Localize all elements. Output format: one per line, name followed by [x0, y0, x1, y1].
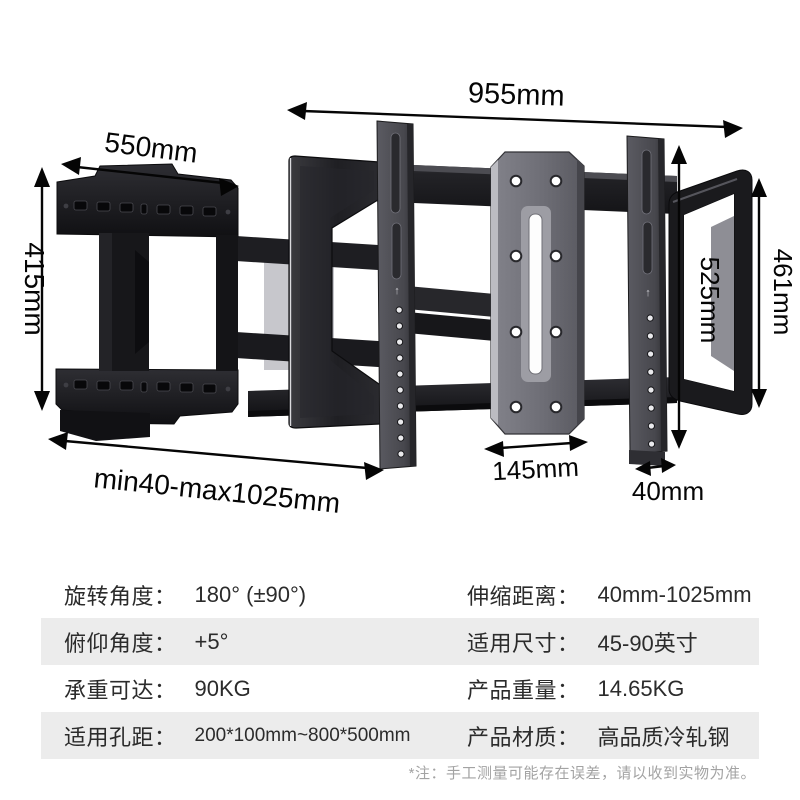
spec-cell: 产品材质： 高品质冷轧钢	[444, 720, 759, 752]
spec-value: 180° (±90°)	[194, 581, 307, 607]
mount-dimension-diagram: ↑	[19, 77, 798, 519]
spec-label: 产品材质：	[467, 724, 580, 750]
spec-cell: 适用尺寸： 45-90英寸	[444, 626, 759, 658]
dim-rail-height: 525mm	[695, 257, 725, 344]
spec-value: 14.65KG	[597, 675, 685, 701]
spec-row-tilt: 俯仰角度： +5° 适用尺寸： 45-90英寸	[41, 618, 759, 665]
dim-frame-height: 461mm	[768, 249, 798, 336]
rail-arrow-marker: ↑	[394, 285, 400, 297]
spec-value: 200*100mm~800*500mm	[194, 724, 411, 746]
measurement-disclaimer: *注：手工测量可能存在误差，请以收到实物为准。	[408, 765, 756, 782]
spec-label: 产品重量：	[467, 677, 580, 703]
spec-cell: 适用孔距： 200*100mm~800*500mm	[41, 720, 444, 752]
arm-joint-panel	[288, 155, 387, 429]
spec-row-load: 承重可达： 90KG 产品重量： 14.65KG	[41, 665, 759, 712]
spec-label: 旋转角度：	[64, 583, 177, 609]
spec-cell: 承重可达： 90KG	[41, 673, 444, 705]
rail-arrow-marker: ↑	[645, 287, 651, 299]
dim-total-width: 955mm	[467, 77, 565, 112]
spec-label: 伸缩距离：	[467, 583, 580, 609]
spec-row-rotation: 旋转角度： 180° (±90°) 伸缩距离： 40mm-1025mm	[41, 571, 759, 618]
dim-center-plate-width: 145mm	[491, 452, 579, 486]
spec-value: 90KG	[194, 675, 251, 701]
tv-rail-right: ↑	[626, 135, 668, 466]
spec-table: 旋转角度： 180° (±90°) 伸缩距离： 40mm-1025mm 俯仰角度…	[41, 571, 759, 759]
dim-wall-plate-width: 550mm	[103, 126, 199, 168]
spec-row-vesa: 适用孔距： 200*100mm~800*500mm 产品材质： 高品质冷轧钢	[41, 712, 759, 759]
tv-frame-side	[668, 169, 753, 415]
dimension-arrows	[40, 109, 761, 470]
spec-value: 45-90英寸	[597, 630, 698, 656]
spec-value: 高品质冷轧钢	[597, 724, 730, 750]
spec-label: 俯仰角度：	[64, 630, 177, 656]
center-vesa-plate	[490, 151, 585, 435]
spec-cell: 产品重量： 14.65KG	[444, 673, 759, 705]
spec-cell: 伸缩距离： 40mm-1025mm	[444, 579, 759, 611]
spec-value: +5°	[194, 628, 229, 654]
wall-plate	[55, 163, 239, 441]
dim-extension-range: min40-max1025mm	[92, 462, 341, 519]
spec-label: 承重可达：	[64, 677, 177, 703]
spec-cell: 旋转角度： 180° (±90°)	[41, 579, 444, 611]
spec-label: 适用尺寸：	[467, 630, 580, 656]
dim-wall-plate-height: 415mm	[19, 242, 50, 335]
tv-rail-left: ↑	[376, 120, 417, 470]
dim-rail-width: 40mm	[632, 476, 704, 506]
dimension-arrowheads	[34, 102, 767, 480]
spec-cell: 俯仰角度： +5°	[41, 626, 444, 658]
spec-value: 40mm-1025mm	[597, 581, 752, 607]
spec-label: 适用孔距：	[64, 724, 177, 750]
